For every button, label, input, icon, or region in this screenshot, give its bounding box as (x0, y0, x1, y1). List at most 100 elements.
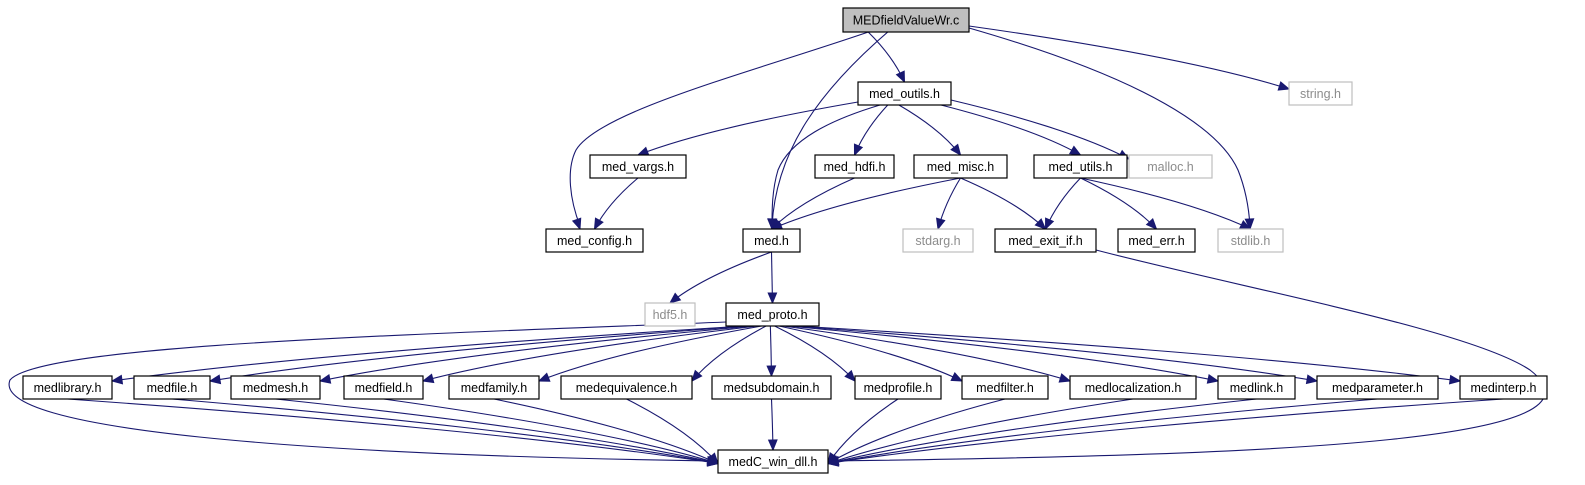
edge-med_utils-to-stdlib (1080, 177, 1251, 230)
node-box[interactable] (1033, 154, 1128, 179)
edge-med_proto-to-medfile (209, 325, 749, 382)
edge-medinterp-to-medC_win_dll (827, 398, 1504, 465)
node-box[interactable] (857, 81, 952, 106)
node-box[interactable] (343, 375, 424, 400)
node-stdlib[interactable]: stdlib.h (1217, 228, 1284, 253)
node-box[interactable] (902, 228, 974, 253)
node-medlocalization[interactable]: medlocalization.h (1069, 375, 1197, 400)
node-med_config[interactable]: med_config.h (545, 228, 644, 253)
node-label: med_misc.h (927, 160, 994, 174)
node-medfilter[interactable]: medfilter.h (961, 375, 1049, 400)
node-box[interactable] (1069, 375, 1197, 400)
node-medprofile[interactable]: medprofile.h (854, 375, 942, 400)
nodes-layer: MEDfieldValueWr.c med_outils.h string.h med… (22, 7, 1548, 474)
node-med[interactable]: med.h (742, 228, 801, 253)
arrowhead (1034, 218, 1047, 230)
node-box[interactable] (448, 375, 540, 400)
node-medC_win_dll[interactable]: medC_win_dll.h (717, 449, 829, 474)
node-medlink[interactable]: medlink.h (1217, 375, 1296, 400)
node-box[interactable] (560, 375, 693, 400)
node-box[interactable] (589, 154, 687, 179)
node-string[interactable]: string.h (1288, 81, 1353, 106)
arrowhead (707, 452, 719, 465)
arrowhead (1448, 374, 1462, 385)
node-med_utils[interactable]: med_utils.h (1033, 154, 1128, 179)
node-med_vargs[interactable]: med_vargs.h (589, 154, 687, 179)
node-medfamily[interactable]: medfamily.h (448, 375, 540, 400)
edge-med_proto-to-medparameter (791, 325, 1318, 382)
node-root[interactable]: MEDfieldValueWr.c (842, 7, 970, 33)
node-box[interactable] (230, 375, 321, 400)
edge-med_outils-to-med (771, 104, 881, 227)
node-med_outils[interactable]: med_outils.h (857, 81, 952, 106)
node-box[interactable] (22, 375, 113, 400)
node-stdarg[interactable]: stdarg.h (902, 228, 974, 253)
node-label: medsubdomain.h (724, 381, 820, 395)
node-box[interactable] (1316, 375, 1439, 400)
node-label: medparameter.h (1332, 381, 1423, 395)
edge-med_proto-to-medC_win_dll (8, 321, 727, 462)
node-med_proto[interactable]: med_proto.h (725, 302, 820, 327)
node-box[interactable] (545, 228, 644, 253)
edge-med_misc-to-med (771, 177, 961, 230)
node-label: medfile.h (147, 381, 198, 395)
node-box[interactable] (913, 154, 1008, 179)
node-box[interactable] (644, 302, 696, 327)
node-box[interactable] (814, 154, 895, 179)
node-med_hdfi[interactable]: med_hdfi.h (814, 154, 895, 179)
node-malloc[interactable]: malloc.h (1128, 154, 1213, 179)
node-hdf5[interactable]: hdf5.h (644, 302, 696, 327)
edge-med_proto-to-medlocalization (783, 325, 1071, 382)
edges-layer (8, 25, 1546, 467)
node-box[interactable] (961, 375, 1049, 400)
node-medequivalence[interactable]: medequivalence.h (560, 375, 693, 400)
node-box[interactable] (1288, 81, 1353, 106)
node-label: med_err.h (1128, 234, 1184, 248)
arrowhead (1244, 218, 1255, 231)
edge-med_proto-to-medequivalence (691, 325, 767, 382)
node-med_exit_if[interactable]: med_exit_if.h (994, 228, 1097, 253)
node-med_misc[interactable]: med_misc.h (913, 154, 1008, 179)
node-label: stdlib.h (1231, 234, 1271, 248)
node-medlibrary[interactable]: medlibrary.h (22, 375, 113, 400)
node-box[interactable] (994, 228, 1097, 253)
arrowhead (318, 374, 332, 384)
node-medfile[interactable]: medfile.h (133, 375, 211, 400)
node-label: medlocalization.h (1085, 381, 1182, 395)
node-box[interactable] (842, 7, 970, 33)
arrowhead (1145, 217, 1158, 230)
node-box[interactable] (725, 302, 820, 327)
edge-med_proto-to-medfield (422, 325, 758, 382)
node-med_err[interactable]: med_err.h (1117, 228, 1196, 253)
node-label: medfamily.h (461, 381, 528, 395)
edge-medlibrary-to-medC_win_dll (67, 398, 719, 465)
edge-medequivalence-to-medC_win_dll (626, 398, 719, 464)
edge-root-to-string (968, 25, 1290, 90)
node-medparameter[interactable]: medparameter.h (1316, 375, 1439, 400)
node-label: med_config.h (557, 234, 632, 248)
node-box[interactable] (717, 449, 829, 474)
node-box[interactable] (854, 375, 942, 400)
node-medfield[interactable]: medfield.h (343, 375, 424, 400)
node-box[interactable] (1117, 228, 1196, 253)
edge-med_outils-to-med_misc (898, 104, 961, 156)
node-label: hdf5.h (653, 308, 688, 322)
node-medinterp[interactable]: medinterp.h (1459, 375, 1548, 400)
arrowhead (950, 143, 962, 157)
arrowhead (1068, 145, 1082, 156)
arrowhead (110, 374, 124, 385)
node-box[interactable] (133, 375, 211, 400)
node-box[interactable] (1128, 154, 1213, 179)
arrowhead (1058, 373, 1072, 383)
node-medsubdomain[interactable]: medsubdomain.h (711, 375, 832, 400)
node-box[interactable] (1459, 375, 1548, 400)
node-box[interactable] (1217, 228, 1284, 253)
node-medmesh[interactable]: medmesh.h (230, 375, 321, 400)
node-box[interactable] (742, 228, 801, 253)
edge-medfile-to-medC_win_dll (171, 398, 719, 465)
node-box[interactable] (1217, 375, 1296, 400)
node-box[interactable] (711, 375, 832, 400)
arrowhead (826, 457, 840, 467)
node-label: med_exit_if.h (1008, 234, 1082, 248)
